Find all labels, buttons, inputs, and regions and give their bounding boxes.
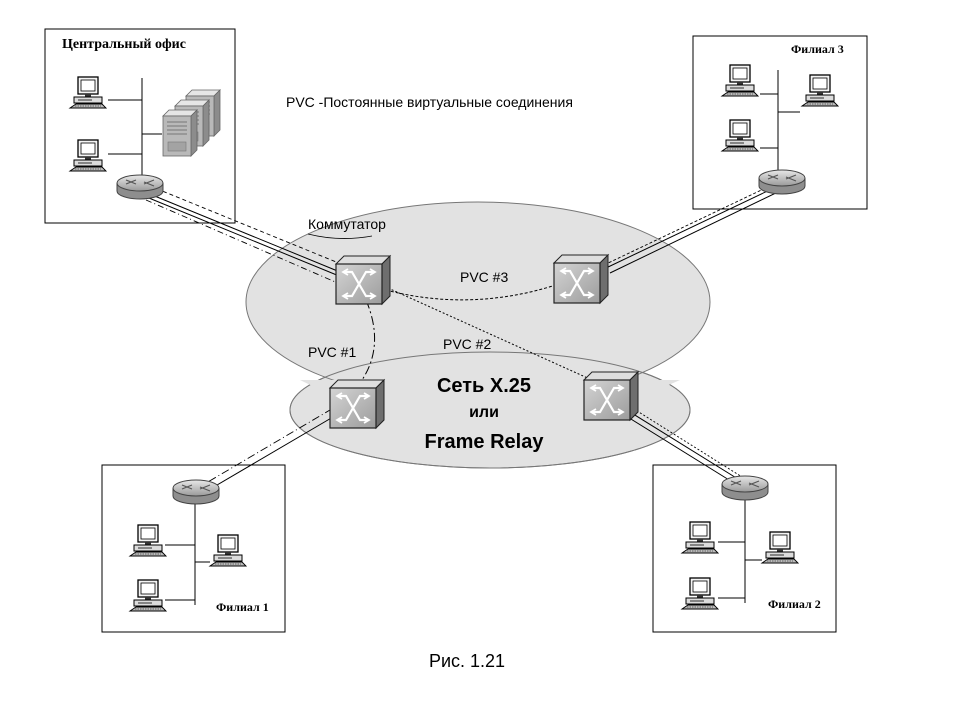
pvc-links (361, 284, 593, 381)
branch2-label: Филиал 2 (768, 597, 821, 611)
switch-label: Коммутатор (308, 216, 386, 232)
network-title-line2: или (469, 404, 499, 421)
pvc2-link (387, 287, 593, 381)
physical-links (139, 183, 783, 496)
central-office-label: Центральный офис (62, 37, 186, 52)
router-icon (721, 475, 769, 501)
router-icon (116, 174, 164, 200)
pvc3-link (385, 284, 557, 301)
switch-icon (582, 370, 640, 422)
pvc3-label: PVC #3 (460, 269, 508, 285)
network-cloud (245, 201, 711, 469)
pvc-legend: PVC -Постоянные виртуальные соединения (286, 94, 573, 110)
branch1-label: Филиал 1 (216, 600, 269, 614)
pvc1-link (361, 299, 375, 381)
pvc1-label: PVC #1 (308, 344, 356, 360)
server-icon (162, 109, 198, 157)
branch3-site: Филиал 3 (721, 42, 844, 195)
network-title-line1: Сеть X.25 (437, 375, 531, 397)
branch2-site: Филиал 2 (681, 475, 821, 611)
router-icon (758, 169, 806, 195)
switch-icon (328, 378, 386, 430)
switch-icon (552, 253, 610, 305)
branch3-label: Филиал 3 (791, 42, 844, 56)
router-icon (172, 479, 220, 505)
pvc2-label: PVC #2 (443, 336, 491, 352)
branch1-site: Филиал 1 (129, 479, 269, 614)
switch-icon (334, 254, 392, 306)
figure-caption: Рис. 1.21 (429, 651, 505, 671)
central-office: Центральный офис (62, 37, 221, 200)
network-title-line3: Frame Relay (425, 431, 545, 453)
switch-label-pointer (307, 233, 373, 239)
